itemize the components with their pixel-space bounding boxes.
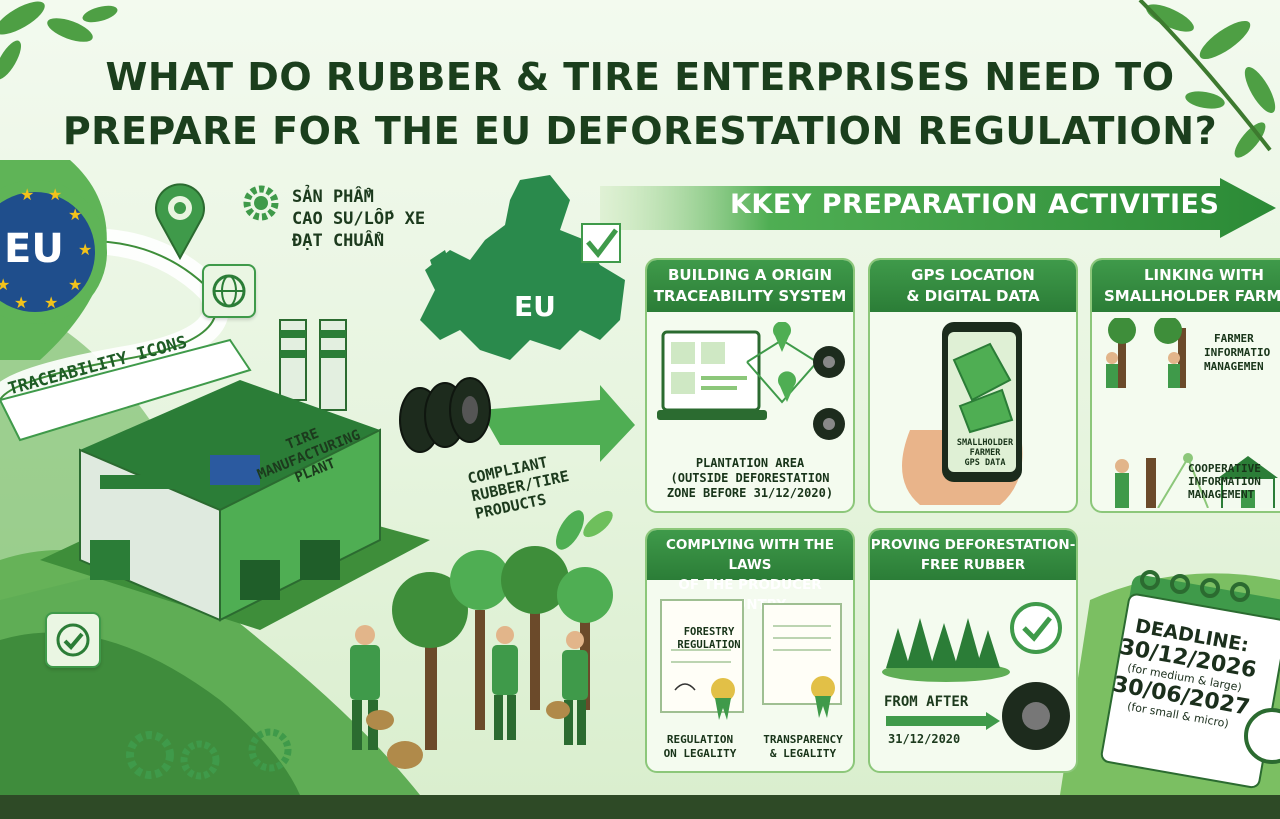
calendar-illustration (1100, 570, 1280, 789)
product-line-3: ĐẠT CHUẨN (292, 231, 385, 251)
phone-caption-1: SMALLHOLDER (956, 438, 1014, 448)
forest-tire-illustration (882, 602, 1070, 750)
svg-text:★: ★ (44, 293, 58, 312)
card-producer-laws: COMPLYING WITH THE LAWS OF THE PRODUCER … (645, 528, 855, 773)
card-origin-caption: PLANTATION AREA (OUTSIDE DEFORESTATION Z… (647, 456, 853, 501)
plantation-illustration (350, 546, 613, 769)
card-proving-header-1: PROVING DEFORESTATION- (870, 537, 1076, 553)
traceability-ribbon (0, 338, 252, 442)
svg-text:★: ★ (68, 205, 82, 224)
factory-illustration (40, 319, 430, 630)
banner-arrow (600, 178, 1276, 238)
product-label: SẢN PHẨM CAO SU/LỐP XE ĐẠT CHUẨN (292, 186, 425, 252)
cap-transparency-1: TRANSPARENCY (763, 733, 843, 746)
phone-caption-2: FARMER (969, 448, 1001, 458)
eu-map (420, 175, 625, 360)
svg-text:★: ★ (78, 240, 92, 259)
card-origin-caption-1: PLANTATION AREA (695, 456, 805, 470)
svg-text:★: ★ (20, 185, 34, 204)
cap-legality-2: ON LEGALITY (663, 747, 737, 760)
card-gps-header-1: GPS LOCATION (911, 266, 1035, 284)
card-origin-traceability: BUILDING A ORIGIN TRACEABILITY SYSTEM PL… (645, 258, 855, 513)
title-line-2: PREPARE FOR THE EU DEFORESTATION REGULAT… (62, 109, 1218, 153)
farmer-info-3: MANAGEMEN (1204, 360, 1264, 373)
svg-text:★: ★ (0, 275, 10, 294)
map-eu-label: EU (514, 290, 556, 323)
title-line-1: WHAT DO RUBBER & TIRE ENTERPRISES NEED T… (105, 55, 1175, 99)
tires-arrow (399, 377, 635, 462)
doc-forestry-2: REGULATION (677, 639, 741, 651)
cap-legality-label: REGULATION ON LEGALITY (655, 733, 745, 761)
card-origin-header: BUILDING A ORIGIN TRACEABILITY SYSTEM (647, 260, 853, 312)
laptop-map-illustration (657, 322, 845, 440)
gear-icon (243, 185, 279, 221)
phone-caption-3: GPS DATA (964, 458, 1006, 468)
page-title: WHAT DO RUBBER & TIRE ENTERPRISES NEED T… (60, 50, 1220, 158)
card-origin-caption-2: (OUTSIDE DEFORESTATION (670, 471, 830, 485)
doc-forestry-label: FORESTRY REGULATION (667, 626, 751, 652)
farmers-network-illustration (1106, 318, 1278, 508)
card-proving-header: PROVING DEFORESTATION- FREE RUBBER (870, 530, 1076, 580)
eu-badge: ★★ ★★ ★★ ★★ (0, 160, 107, 360)
location-pin-icon (155, 183, 205, 260)
cap-transparency-2: & LEGALITY (769, 747, 837, 760)
card-origin-header-2: TRACEABILITY SYSTEM (653, 287, 847, 305)
documents-illustration (660, 599, 842, 720)
cap-legality-1: REGULATION (666, 733, 734, 746)
farmer-info-1: FARMER (1214, 332, 1254, 345)
svg-text:★: ★ (48, 185, 62, 204)
banner-label: KKEY PREPARATION ACTIVITIES (730, 189, 1220, 220)
card-origin-caption-3: ZONE BEFORE 31/12/2020) (666, 486, 834, 500)
phone-gps-illustration (902, 322, 1023, 505)
gears-icon (126, 728, 292, 780)
globe-check-icon (45, 612, 101, 668)
from-after-label: FROM AFTER (884, 694, 969, 710)
card-smallholder-farmer: LINKING WITH SMALLHOLDER FARMER FARMER I… (1090, 258, 1280, 513)
from-after-date: 31/12/2020 (888, 732, 961, 746)
svg-text:★: ★ (14, 293, 28, 312)
coop-info-label: COOPERATIVE INFORMATION MANAGEMENT (1188, 462, 1280, 501)
card-gps-header: GPS LOCATION & DIGITAL DATA (870, 260, 1076, 312)
card-laws-header: COMPLYING WITH THE LAWS OF THE PRODUCER … (647, 530, 853, 613)
cap-transparency-label: TRANSPARENCY & LEGALITY (751, 733, 853, 761)
card-gps-data: GPS LOCATION & DIGITAL DATA SMALLHOLDER … (868, 258, 1078, 513)
coop-info-1: COOPERATIVE (1188, 462, 1261, 475)
card-laws-header-1: COMPLYING WITH THE LAWS (666, 537, 834, 573)
product-line-2: CAO SU/LỐP XE (292, 209, 426, 229)
card-gps-header-2: & DIGITAL DATA (906, 287, 1040, 305)
leaf-icon (556, 510, 613, 550)
coop-info-3: MANAGEMENT (1188, 488, 1255, 501)
svg-text:★: ★ (68, 275, 82, 294)
eu-badge-label: EU (4, 226, 64, 272)
card-proving-header-2: FREE RUBBER (920, 557, 1026, 573)
doc-forestry-1: FORESTRY (683, 626, 735, 638)
card-deforestation-free: PROVING DEFORESTATION- FREE RUBBER FROM … (868, 528, 1078, 773)
coop-info-2: INFORMATION (1188, 475, 1261, 488)
card-farmers-header-1: LINKING WITH (1144, 266, 1264, 284)
card-farmers-header-2: SMALLHOLDER FARMER (1104, 287, 1280, 305)
farmer-info-2: INFORMATIO (1204, 346, 1271, 359)
globe-icon (202, 264, 256, 318)
card-origin-header-1: BUILDING A ORIGIN (667, 266, 833, 284)
product-line-1: SẢN PHẨM (292, 187, 374, 207)
phone-caption: SMALLHOLDER FARMER GPS DATA (950, 438, 1020, 468)
farmer-info-label: FARMER INFORMATIO MANAGEMEN (1204, 332, 1280, 374)
card-farmers-header: LINKING WITH SMALLHOLDER FARMER (1092, 260, 1280, 312)
